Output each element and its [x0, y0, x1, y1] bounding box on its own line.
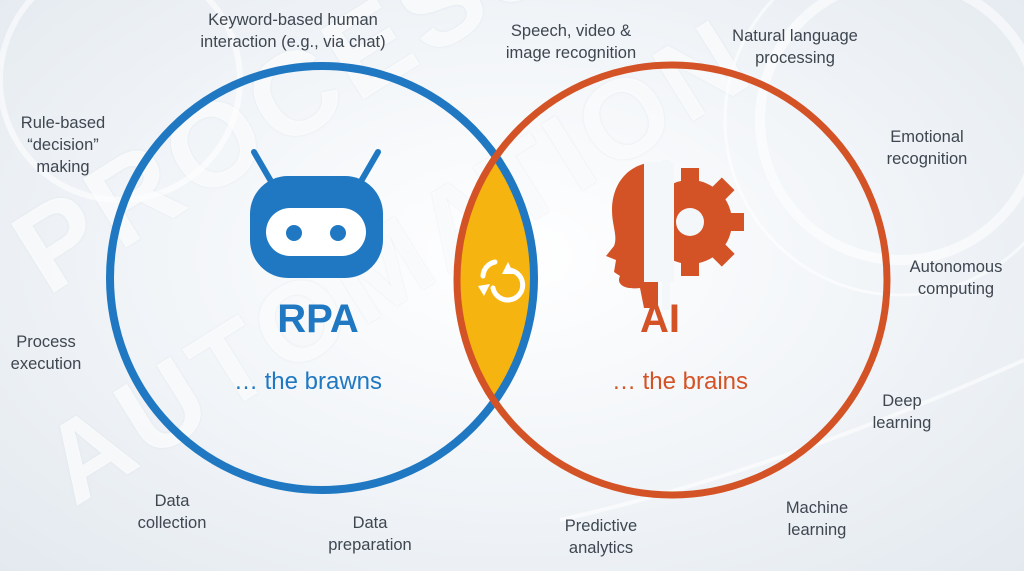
rpa-tagline: … the brawns: [233, 368, 383, 395]
rpa-capability-label: Process execution: [10, 333, 82, 373]
rpa-circle: [106, 62, 538, 494]
ai-tagline: … the brains: [611, 368, 749, 395]
ai-capability-label: Deep learning: [872, 392, 932, 432]
rpa-capability-label: Data preparation: [328, 514, 412, 554]
rpa-title: RPA: [277, 297, 359, 341]
ai-capability-label: Machine learning: [785, 499, 849, 539]
ai-capability-label: Autonomous computing: [909, 258, 1003, 298]
robot-icon: [250, 149, 383, 278]
ai-title: AI: [640, 297, 680, 341]
rpa-capability-label: Rule-based “decision” making: [20, 114, 106, 176]
cycle-arrow-icon: [478, 259, 526, 303]
ai-capability-label: Predictive analytics: [564, 517, 638, 557]
head-gear-icon: [606, 160, 744, 310]
rpa-capability-label: Keyword-based human interaction (e.g., v…: [200, 11, 386, 51]
ai-capability-label: Natural language processing: [732, 27, 858, 67]
ai-capability-label: Emotional recognition: [886, 128, 968, 168]
rpa-capability-label: Data collection: [137, 492, 207, 532]
ai-capability-label: Speech, video & image recognition: [505, 22, 637, 62]
ai-circle: [453, 61, 891, 499]
